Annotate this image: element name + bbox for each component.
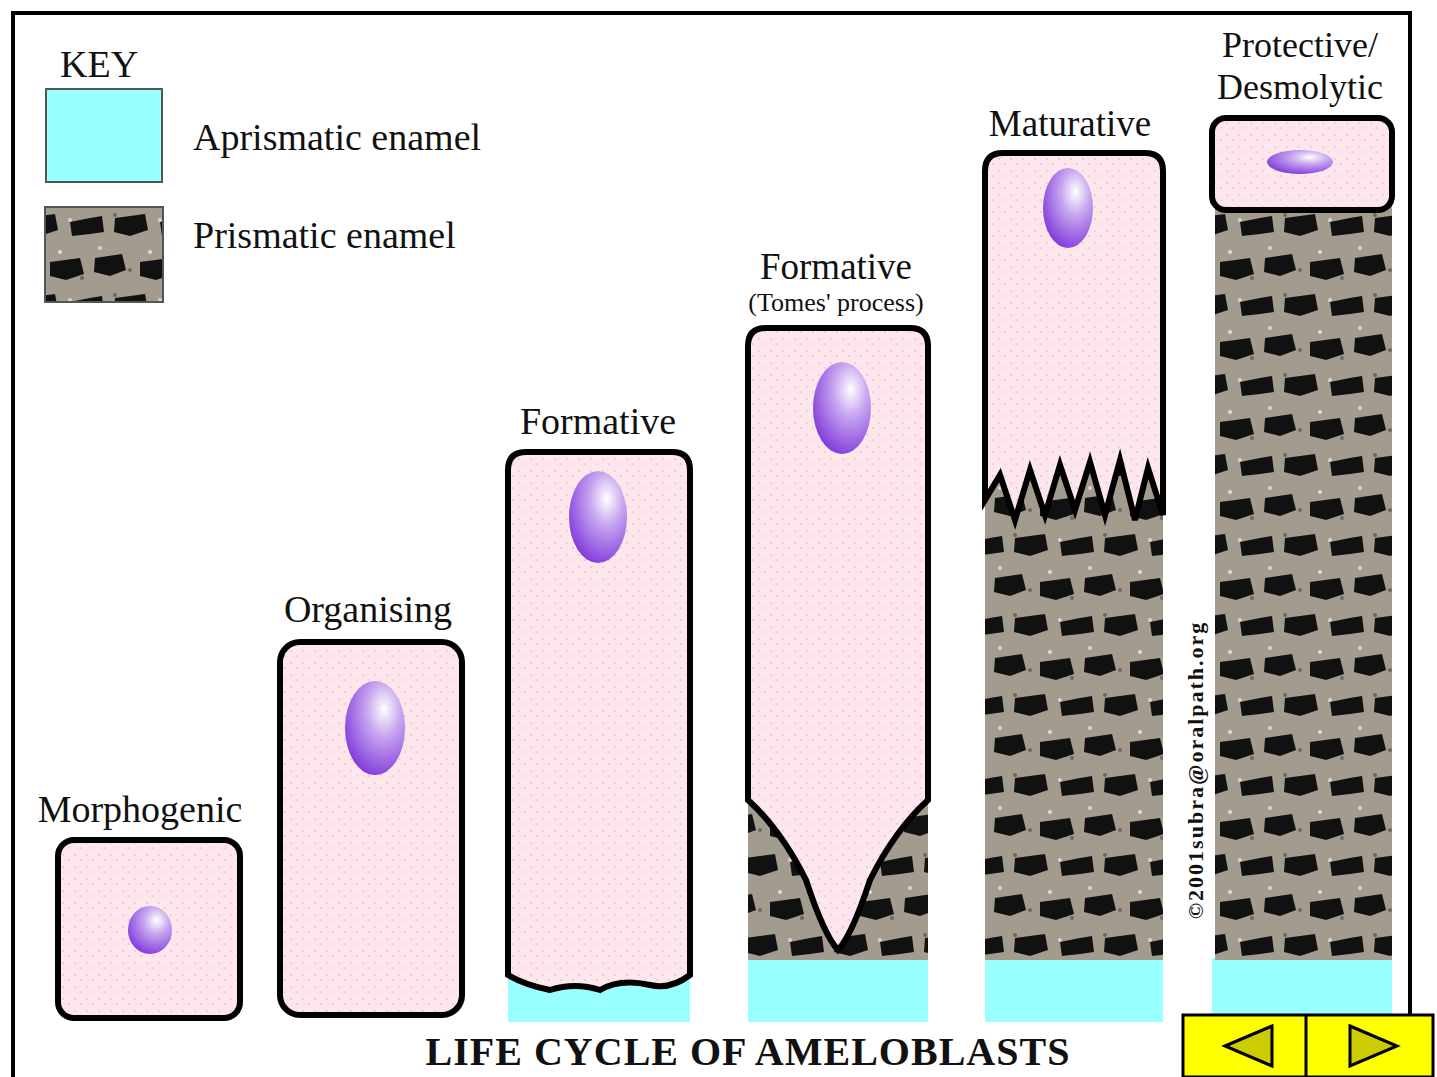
legend-swatch: [45, 88, 163, 183]
stage-name: Maturative: [989, 103, 1151, 146]
stage-name: Protective/ Desmolytic: [1190, 25, 1410, 108]
watermark: ©2001subra@oralpath.org: [1183, 621, 1209, 920]
stage-label: Formative: [520, 400, 676, 444]
stage-label: Maturative: [989, 103, 1151, 146]
legend-text: Prismatic enamel: [193, 213, 456, 257]
legend-text: Aprismatic enamel: [193, 115, 481, 159]
key-heading: KEY: [60, 42, 138, 86]
prismatic-swatch: [45, 207, 163, 302]
stage-subtitle: (Tomes' process): [748, 288, 923, 318]
stage-name: Organising: [284, 588, 452, 632]
diagram-title: LIFE CYCLE OF AMELOBLASTS: [426, 1028, 1071, 1075]
stage-label: Morphogenic: [38, 788, 243, 832]
stage-label: Organising: [284, 588, 452, 632]
stage-name: Morphogenic: [38, 788, 243, 832]
stage-name: Formative: [748, 246, 923, 289]
stage-label: Formative(Tomes' process): [748, 246, 923, 318]
stage-name: Formative: [520, 400, 676, 444]
stage-label: Protective/ Desmolytic: [1190, 25, 1410, 108]
